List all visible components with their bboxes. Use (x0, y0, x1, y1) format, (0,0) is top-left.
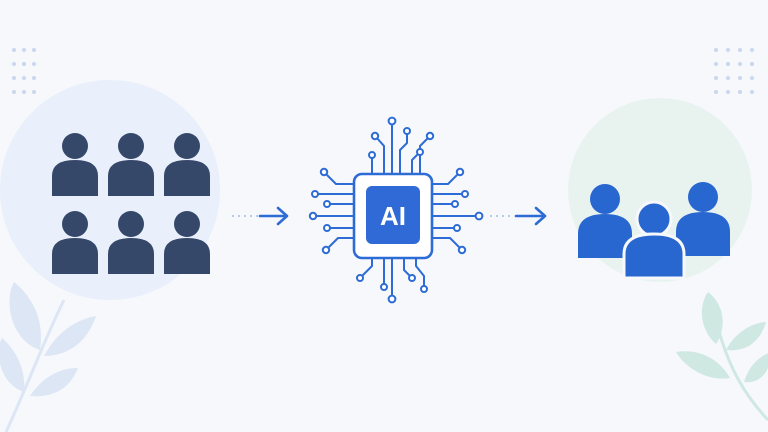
person-icon (578, 184, 632, 258)
ai-chip-icon: AI (308, 116, 484, 304)
person-icon (108, 133, 154, 196)
person-icon (676, 182, 730, 256)
person-icon (164, 133, 210, 196)
top-right-dot-grid (714, 48, 754, 94)
right-arrow-right-icon (490, 206, 547, 226)
person-icon (108, 211, 154, 274)
left-people-group (52, 133, 210, 274)
person-icon (52, 133, 98, 196)
ai-chip-core (366, 186, 420, 244)
left-arrow-right-icon (232, 206, 289, 226)
team-icon (578, 182, 730, 280)
person-icon (622, 200, 686, 280)
person-icon (52, 211, 98, 274)
top-left-dot-grid (12, 48, 36, 94)
person-icon (164, 211, 210, 274)
bottom-left-leaf-icon (0, 282, 96, 432)
bottom-right-leaf-icon (676, 292, 768, 422)
ai-chip-label: AI (380, 201, 406, 231)
